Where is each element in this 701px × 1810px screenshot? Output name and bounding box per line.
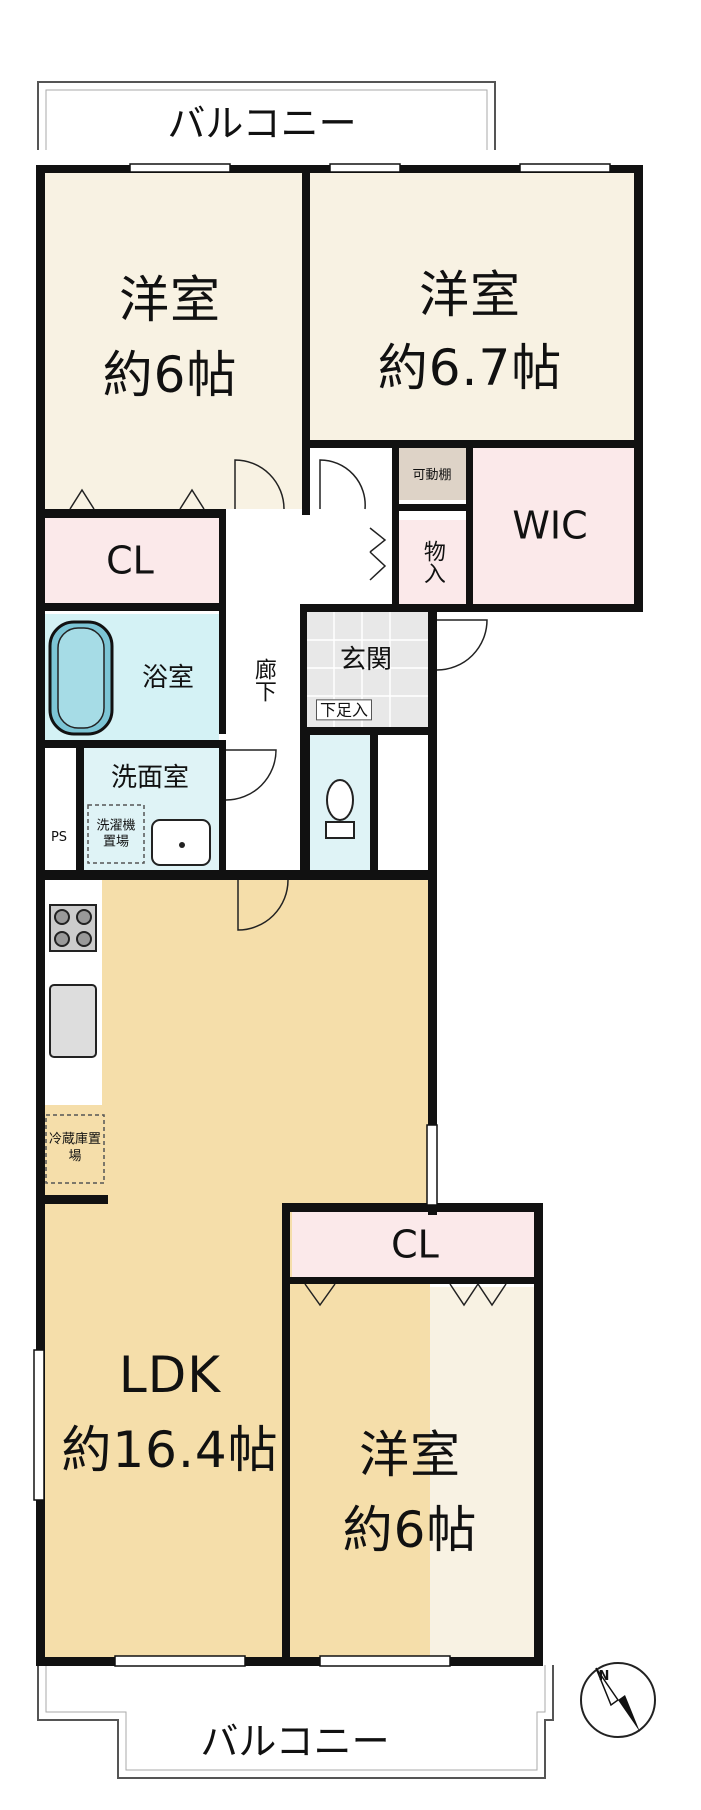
bath-label: 浴室 xyxy=(141,662,195,693)
storage-label: 物入 xyxy=(419,540,445,584)
washer-space-label: 洗濯機置場 xyxy=(96,818,136,849)
balcony-top-inner xyxy=(45,89,488,150)
closet-nw-floor xyxy=(42,518,219,603)
balcony-top-label: バルコニー xyxy=(167,101,357,146)
bedroom-nw-size: 約6帖 xyxy=(102,346,238,404)
ldk-name: LDK xyxy=(118,1346,222,1404)
compass xyxy=(580,1662,656,1738)
entrance-label: 玄関 xyxy=(339,644,393,675)
ldk-size: 約16.4帖 xyxy=(61,1421,279,1479)
windows xyxy=(33,163,611,1667)
balcony-top-outline xyxy=(37,81,496,150)
wic-label: WIC xyxy=(512,503,588,548)
stove xyxy=(49,904,97,952)
washroom-label: 洗面室 xyxy=(110,762,190,793)
sink xyxy=(49,984,97,1058)
fridge-spot xyxy=(45,1114,105,1184)
shelf-floor xyxy=(398,448,466,500)
walls xyxy=(36,165,643,1666)
bedroom-ne-name: 洋室 xyxy=(419,266,521,324)
bedroom-s-size: 約6帖 xyxy=(342,1501,478,1559)
balcony-bottom-label: バルコニー xyxy=(200,1719,390,1764)
washer-spot xyxy=(87,804,145,864)
ps-label: PS xyxy=(50,829,68,845)
bedroom-ne-floor xyxy=(310,172,635,447)
movable-shelf-label: 可動棚 xyxy=(412,467,452,483)
bedroom-nw-name: 洋室 xyxy=(119,271,221,329)
toilet xyxy=(325,779,355,839)
bedroom-nw-floor xyxy=(42,172,302,509)
bedroom-ne-size: 約6.7帖 xyxy=(377,339,563,397)
wic-floor xyxy=(472,448,635,605)
fridge-space-label: 冷蔵庫置場 xyxy=(48,1132,101,1164)
ps-floor xyxy=(42,805,76,870)
closet-s-floor xyxy=(292,1212,540,1277)
shoe-box-label: 下足入 xyxy=(315,699,373,721)
compass-north-label: N xyxy=(598,1668,610,1684)
hallway-label: 廊下 xyxy=(250,658,276,702)
balcony-bottom-inner xyxy=(45,1665,546,1771)
storage-floor xyxy=(398,520,466,605)
door-swings xyxy=(225,459,488,931)
closet-nw-label: CL xyxy=(106,538,154,583)
balcony-bottom-outline xyxy=(37,1665,554,1779)
closet-s-label: CL xyxy=(391,1222,439,1267)
bedroom-s-name: 洋室 xyxy=(359,1426,461,1484)
closet-bifold-marks xyxy=(69,488,507,1307)
